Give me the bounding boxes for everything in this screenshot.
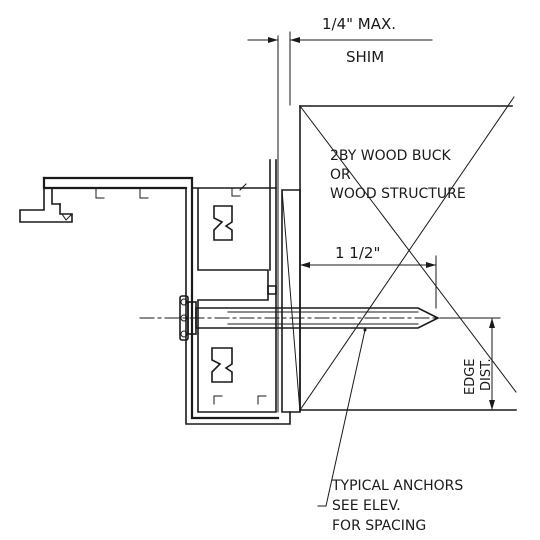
anchor-note: TYPICAL ANCHORS SEE ELEV. FOR SPACING (317, 328, 463, 534)
anchor-note-line1: TYPICAL ANCHORS (331, 478, 463, 494)
anchor-note-line2: SEE ELEV. (332, 498, 401, 514)
shim-label: SHIM (346, 48, 384, 66)
shim-dimension: 1/4" MAX. SHIM (247, 15, 433, 413)
wood-buck-label-line2: OR (330, 167, 351, 183)
embedment-label: 1 1/2" (335, 244, 380, 262)
embedment-dimension: 1 1/2" (299, 244, 437, 309)
anchor-note-line3: FOR SPACING (332, 518, 426, 534)
edge-label-line2: DIST. (479, 358, 494, 391)
shim (281, 189, 301, 413)
shim-max-label: 1/4" MAX. (322, 15, 396, 33)
frame-extrusion (19, 159, 291, 425)
wood-buck-label-line3: WOOD STRUCTURE (330, 186, 466, 202)
edge-label-line1: EDGE (463, 358, 478, 395)
wood-buck-label-line1: 2BY WOOD BUCK (330, 148, 451, 164)
anchor-screw (139, 295, 471, 341)
